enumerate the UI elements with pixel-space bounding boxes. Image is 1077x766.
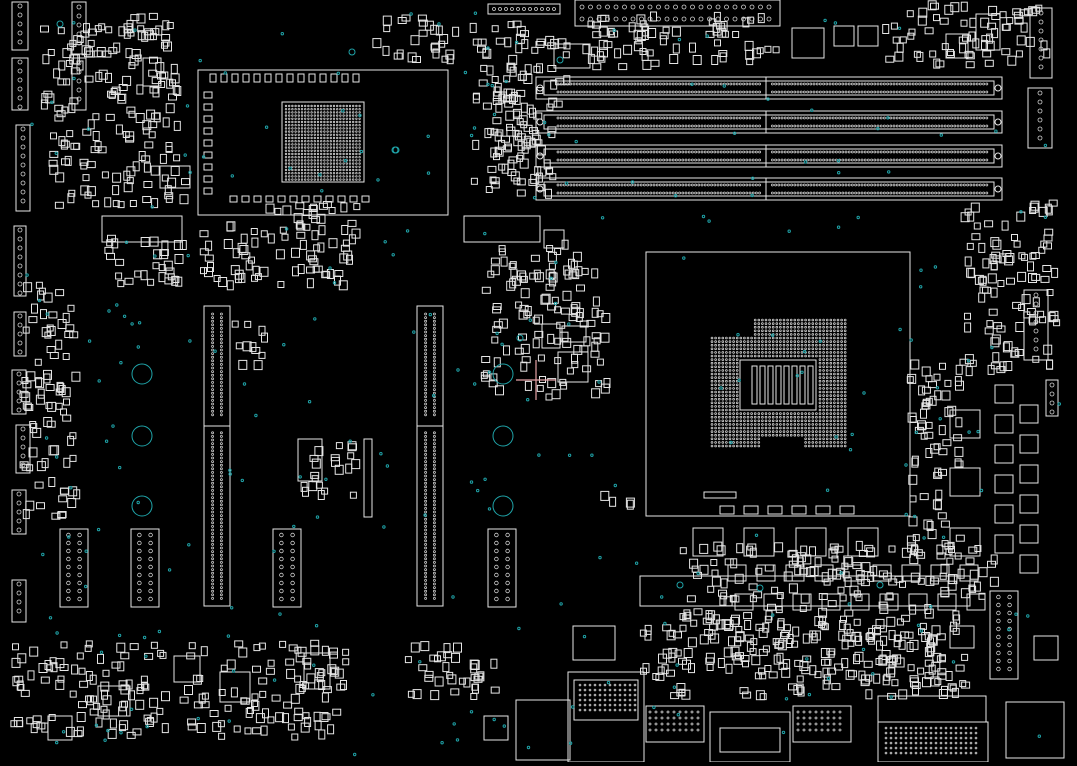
pcb-board-view [0, 0, 1077, 762]
pcb-layout-svg [0, 0, 1077, 762]
